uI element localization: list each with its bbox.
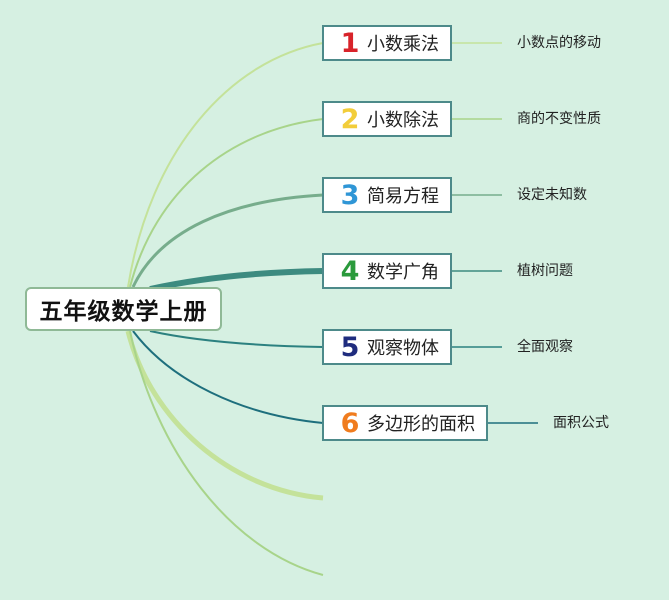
branch-number-1: 1: [340, 27, 360, 59]
branch-node-4: 4 数学广角: [322, 253, 452, 289]
branch-line-1: [127, 42, 324, 288]
branch-label-6: 多边形的面积: [367, 414, 475, 435]
leaf-label-3: 设定未知数: [517, 187, 587, 203]
branch-number-5: 5: [340, 331, 360, 363]
branch-number-6: 6: [340, 407, 360, 439]
branch-line-2: [129, 118, 324, 288]
branch-line-4: [149, 268, 324, 292]
trailing-arc-2: [129, 330, 324, 576]
branch-label-5: 观察物体: [367, 338, 439, 359]
branch-line-6: [132, 330, 324, 424]
leaf-label-1: 小数点的移动: [517, 35, 601, 51]
branch-node-2: 2 小数除法: [322, 101, 452, 137]
root-node: 五年级数学上册: [25, 287, 222, 331]
branch-label-1: 小数乘法: [367, 34, 439, 55]
leaf-label-2: 商的不变性质: [517, 111, 601, 127]
root-label: 五年级数学上册: [39, 299, 208, 325]
trailing-arc-1: [125, 330, 324, 501]
branch-line-5: [149, 330, 324, 348]
leaf-label-5: 全面观察: [517, 339, 573, 355]
branch-node-6: 6 多边形的面积: [322, 405, 488, 441]
branch-number-2: 2: [340, 103, 360, 135]
branch-node-3: 3 简易方程: [322, 177, 452, 213]
branch-label-2: 小数除法: [367, 110, 439, 131]
branch-node-5: 5 观察物体: [322, 329, 452, 365]
leaf-label-6: 面积公式: [553, 415, 609, 431]
branch-label-4: 数学广角: [367, 262, 439, 283]
branch-number-4: 4: [340, 255, 360, 287]
branch-label-3: 简易方程: [367, 186, 439, 207]
branch-node-1: 1 小数乘法: [322, 25, 452, 61]
branch-line-3: [131, 193, 324, 288]
leaf-label-4: 植树问题: [517, 263, 573, 279]
branch-number-3: 3: [340, 179, 360, 211]
